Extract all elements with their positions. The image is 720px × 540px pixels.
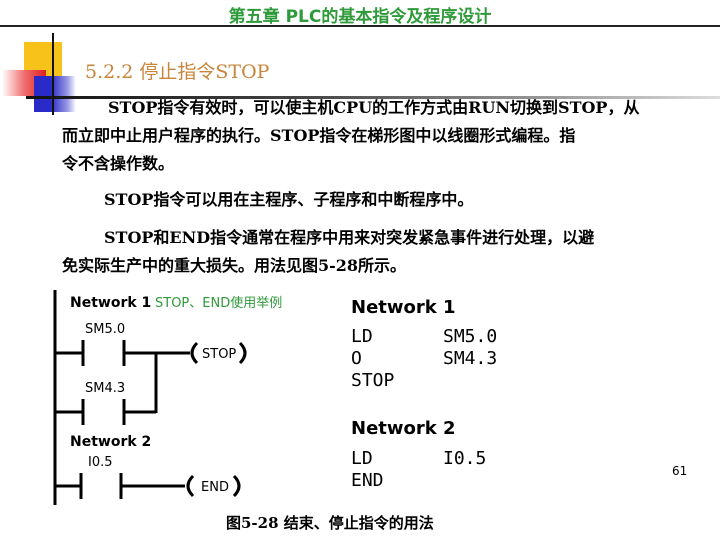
decor-vertical-line (52, 33, 54, 115)
paragraph-3-line-2: 免实际生产中的重大损失。用法见图5-28所示。 (62, 256, 407, 275)
stl-op: END (351, 470, 384, 491)
network-1-label: Network 1 (70, 295, 151, 311)
ladder-diagram (53, 290, 247, 505)
figure-caption: 图5-28 结束、停止指令的用法 (226, 514, 434, 532)
network-1-comment: STOP、END使用举例 (155, 295, 282, 311)
stl-operand: SM5.0 (443, 326, 497, 347)
contact-label-sm4-3: SM4.3 (85, 381, 125, 396)
decor-horizontal-line (26, 96, 720, 99)
section-heading: 5.2.2 停止指令STOP (85, 61, 270, 83)
stl-op: LD (351, 448, 373, 469)
paragraph-2: STOP指令可以用在主程序、子程序和中断程序中。 (104, 190, 474, 209)
paragraph-1-line-3: 令不含操作数。 (62, 154, 175, 173)
coil-end-right (232, 474, 241, 498)
coil-stop-right (238, 341, 247, 365)
stl-op: LD (351, 326, 373, 347)
coil-stop-left (190, 341, 199, 365)
coil-label-stop: STOP (202, 347, 236, 362)
coil-label-end: END (201, 480, 229, 495)
stl-op: O (351, 348, 362, 369)
stl-network-1-label: Network 1 (351, 297, 456, 318)
decor-blue-square (34, 76, 76, 112)
coil-end-left (186, 474, 195, 498)
paragraph-1-line-2: 而立即中止用户程序的执行。STOP指令在梯形图中以线圈形式编程。指 (62, 126, 576, 145)
paragraph-1-line-1: STOP指令有效时，可以使主机CPU的工作方式由RUN切换到STOP，从 (108, 98, 640, 117)
stl-operand: I0.5 (443, 448, 486, 469)
chapter-title: 第五章 PLC的基本指令及程序设计 (228, 7, 492, 27)
stl-network-2-label: Network 2 (351, 418, 456, 439)
network-2-label: Network 2 (70, 434, 151, 450)
page-number: 61 (672, 464, 687, 478)
header-divider (0, 25, 720, 27)
stl-op: STOP (351, 370, 395, 391)
stl-operand: SM4.3 (443, 348, 497, 369)
paragraph-3-line-1: STOP和END指令通常在程序中用来对突发紧急事件进行处理，以避 (104, 228, 595, 247)
contact-label-i0-5: I0.5 (88, 455, 113, 470)
contact-label-sm5-0: SM5.0 (85, 322, 125, 337)
